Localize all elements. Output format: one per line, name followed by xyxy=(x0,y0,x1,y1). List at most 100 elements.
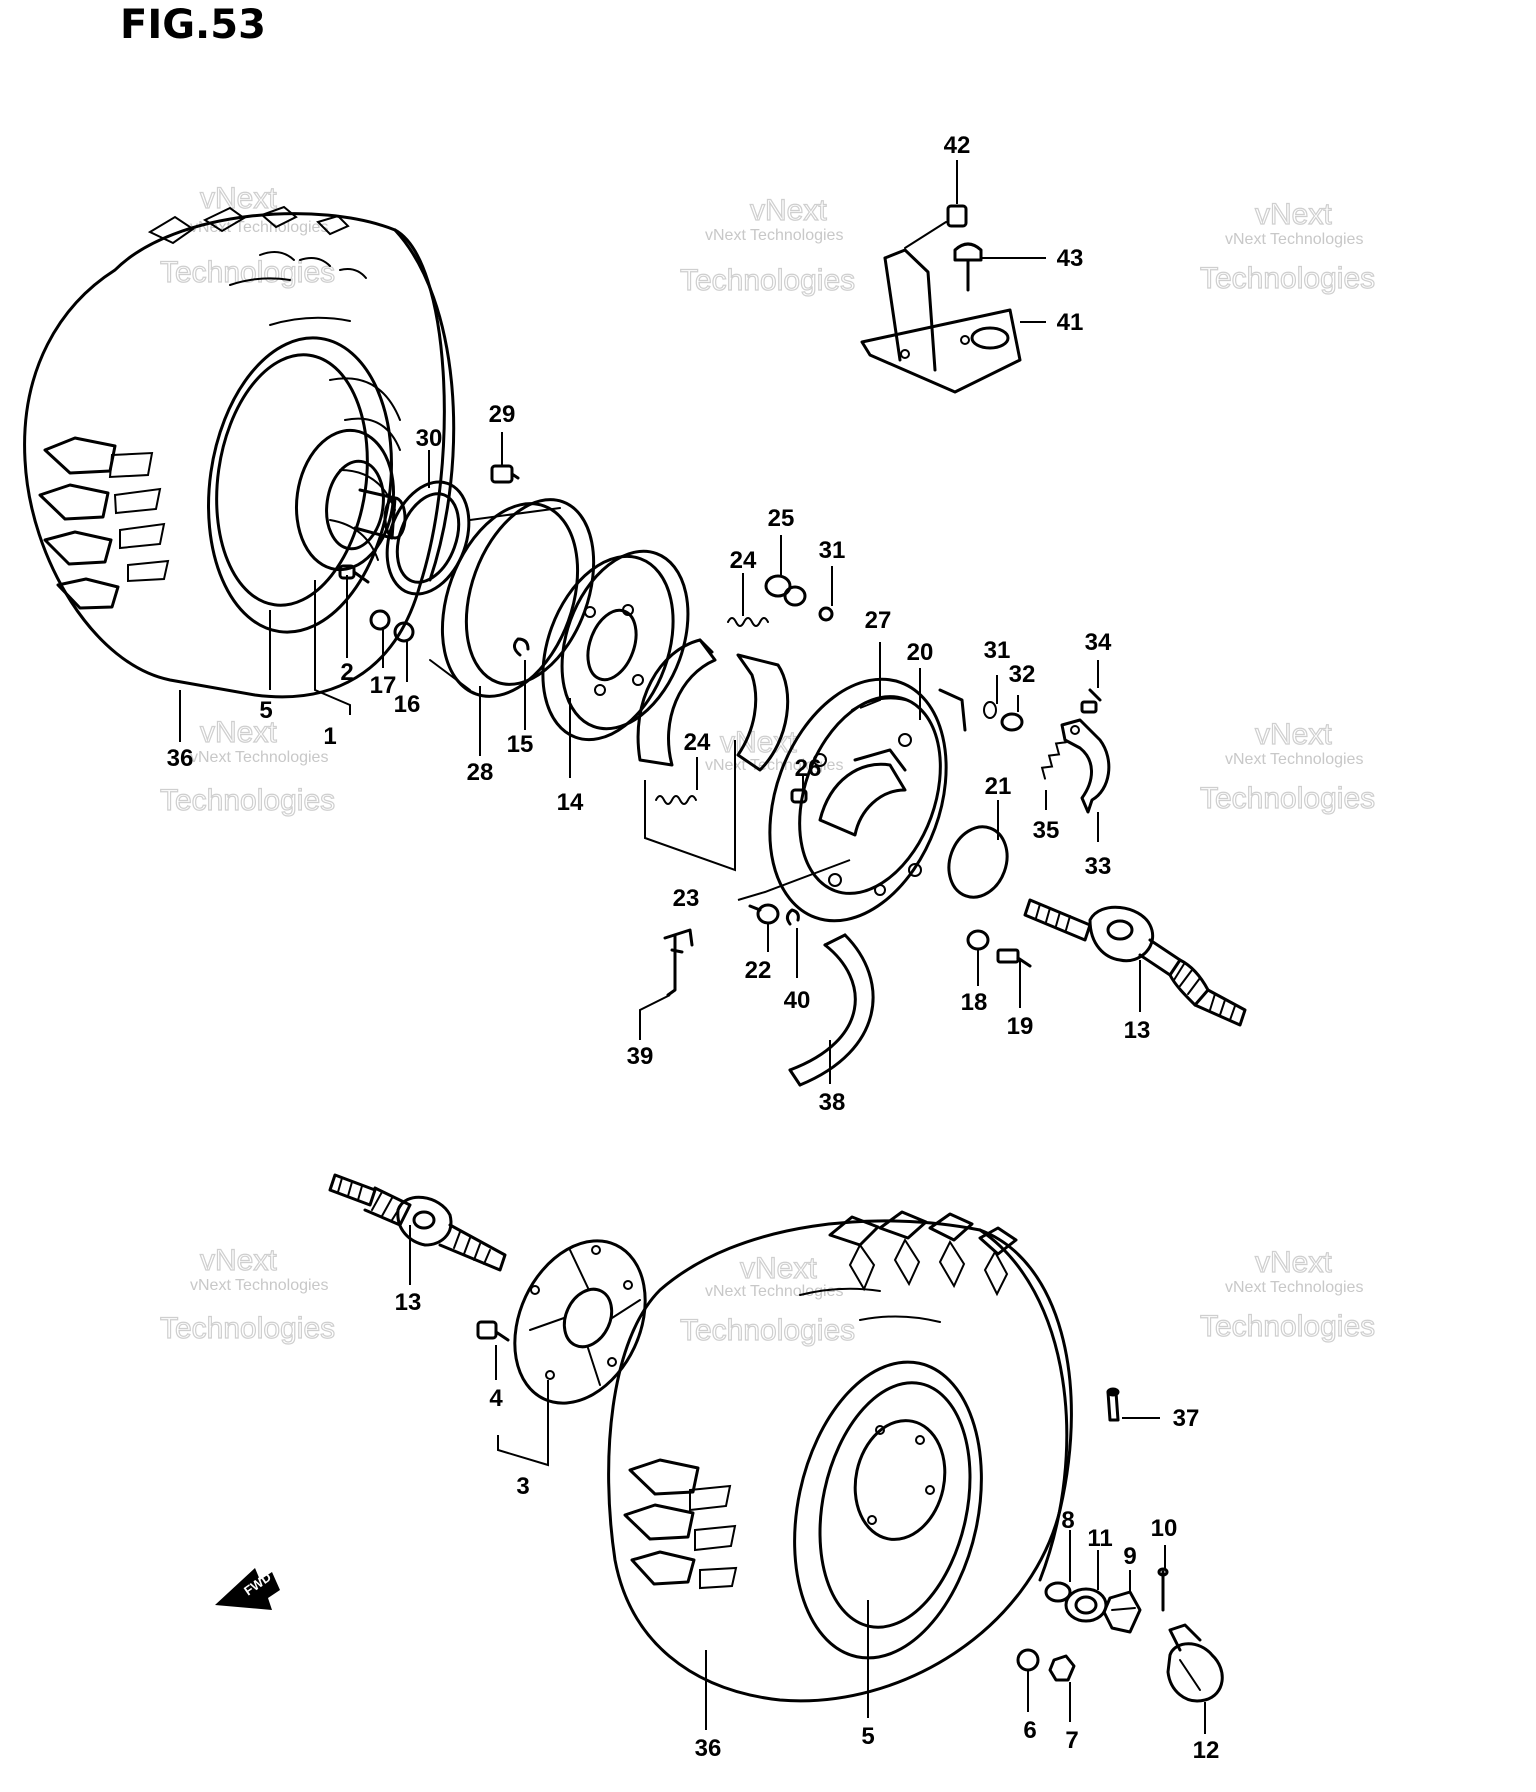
callout-label: 4 xyxy=(489,1385,503,1412)
callout-label: 11 xyxy=(1087,1525,1112,1552)
cam-25 xyxy=(764,574,807,607)
callout-label: 42 xyxy=(944,132,971,159)
watermark-text: vNext xyxy=(720,726,797,759)
callout-label: 35 xyxy=(1033,817,1060,844)
watermark-text: vNext Technologies xyxy=(705,1283,843,1300)
cap-11 xyxy=(1064,1587,1108,1623)
cover-28 xyxy=(429,498,596,698)
leader-lines xyxy=(179,160,1206,1734)
valve-37 xyxy=(1106,1387,1120,1422)
watermark-text: Technologies xyxy=(160,256,335,289)
callout-label: 20 xyxy=(907,639,934,666)
watermark-text: Technologies xyxy=(680,264,855,297)
callout-label: 7 xyxy=(1065,1727,1078,1754)
watermark-text: vNext xyxy=(740,1252,817,1285)
callout-label: 33 xyxy=(1085,853,1112,880)
callout-label: 3 xyxy=(516,1473,529,1500)
watermark-text: vNext xyxy=(1255,718,1332,751)
callout-label: 13 xyxy=(1124,1017,1151,1044)
callout-label: 22 xyxy=(745,957,772,984)
watermark-text: Technologies xyxy=(160,1312,335,1345)
wheel-5-bottom xyxy=(793,1360,983,1660)
o-ring-21 xyxy=(947,825,1009,899)
spring-24-top xyxy=(727,617,769,627)
callout-labels: 42 43 41 29 30 25 31 24 27 20 31 32 34 2… xyxy=(167,132,1220,1764)
callout-label: 21 xyxy=(985,773,1012,800)
callout-label: 15 xyxy=(507,731,534,758)
watermark-text: vNext xyxy=(1255,198,1332,231)
washer-6 xyxy=(1016,1648,1040,1672)
watermark-text: vNext Technologies xyxy=(190,219,328,236)
watermark-text: Technologies xyxy=(1200,1310,1375,1343)
axle-13-bottom xyxy=(328,1173,507,1272)
callout-label: 34 xyxy=(1085,629,1112,656)
figure-title: FIG.53 xyxy=(120,2,266,48)
washer-17 xyxy=(369,609,391,631)
bolt-43 xyxy=(953,242,983,292)
callout-label: 5 xyxy=(259,697,272,724)
callout-label: 24 xyxy=(684,729,711,756)
callout-label: 37 xyxy=(1173,1405,1200,1432)
watermark-text: vNext xyxy=(200,716,277,749)
tire-36-bottom xyxy=(607,1210,1073,1703)
bracket-39 xyxy=(663,928,694,997)
bolt-22 xyxy=(748,903,780,925)
watermark-text: vNext Technologies xyxy=(1225,231,1363,248)
callout-label: 30 xyxy=(416,425,443,452)
brake-shoe-23b xyxy=(736,653,790,772)
nut-16 xyxy=(393,621,415,643)
o-ring-31 xyxy=(818,606,834,622)
callout-label: 32 xyxy=(1009,661,1036,688)
callout-label: 16 xyxy=(394,691,421,718)
callout-label: 6 xyxy=(1023,1717,1036,1744)
watermark-text: vNext Technologies xyxy=(190,749,328,766)
hose-38 xyxy=(788,933,875,1087)
axle-13-top xyxy=(1023,898,1247,1027)
callout-label: 8 xyxy=(1061,1507,1074,1534)
bracket-41 xyxy=(860,248,1022,394)
bolt-4 xyxy=(476,1320,510,1342)
callout-label: 27 xyxy=(865,607,892,634)
callout-label: 36 xyxy=(167,745,194,772)
gasket-27 xyxy=(851,697,913,711)
clip-40 xyxy=(785,908,800,926)
callout-label: 24 xyxy=(730,547,757,574)
callout-label: 5 xyxy=(861,1723,874,1750)
bolt-26 xyxy=(790,788,808,804)
callout-label: 29 xyxy=(489,401,516,428)
callout-label: 31 xyxy=(984,637,1011,664)
callout-label: 17 xyxy=(370,672,397,699)
nut-7 xyxy=(1048,1654,1076,1682)
watermark-text: vNext Technologies xyxy=(190,1277,328,1294)
callout-label: 39 xyxy=(627,1043,654,1070)
brake-panel-20 xyxy=(768,677,967,923)
callout-label: 14 xyxy=(557,789,584,816)
watermark-text: vNext xyxy=(750,194,827,227)
watermark-text: vNext Technologies xyxy=(1225,1279,1363,1296)
callout-label: 41 xyxy=(1057,309,1084,336)
spring-24-bottom xyxy=(655,795,697,805)
callout-label: 10 xyxy=(1151,1515,1178,1542)
callout-label: 40 xyxy=(784,987,811,1014)
callout-label: 43 xyxy=(1057,245,1084,272)
callout-label: 25 xyxy=(768,505,795,532)
fwd-arrow-icon: FWD xyxy=(215,1568,280,1610)
watermark-text: Technologies xyxy=(680,1314,855,1347)
lever-33 xyxy=(1060,718,1111,814)
bolt-29 xyxy=(490,464,520,484)
callout-label: 31 xyxy=(819,537,846,564)
pin-10 xyxy=(1157,1567,1169,1612)
washer-32 xyxy=(1000,712,1024,732)
callout-label: 23 xyxy=(673,885,700,912)
brake-shoe-23a xyxy=(636,638,717,767)
washer-18 xyxy=(966,929,990,951)
bolt-34 xyxy=(1080,688,1102,714)
bolt-19 xyxy=(996,948,1032,968)
watermark-text: vNext Technologies xyxy=(705,227,843,244)
watermarks: vNext Technologies vNext Technologies vN… xyxy=(159,181,1375,1347)
watermark-text: vNext xyxy=(200,1244,277,1277)
watermark-text: Technologies xyxy=(1200,262,1375,295)
watermark-text: vNext xyxy=(1255,1246,1332,1279)
spring-35 xyxy=(1040,741,1067,780)
watermark-text: Technologies xyxy=(1200,782,1375,815)
